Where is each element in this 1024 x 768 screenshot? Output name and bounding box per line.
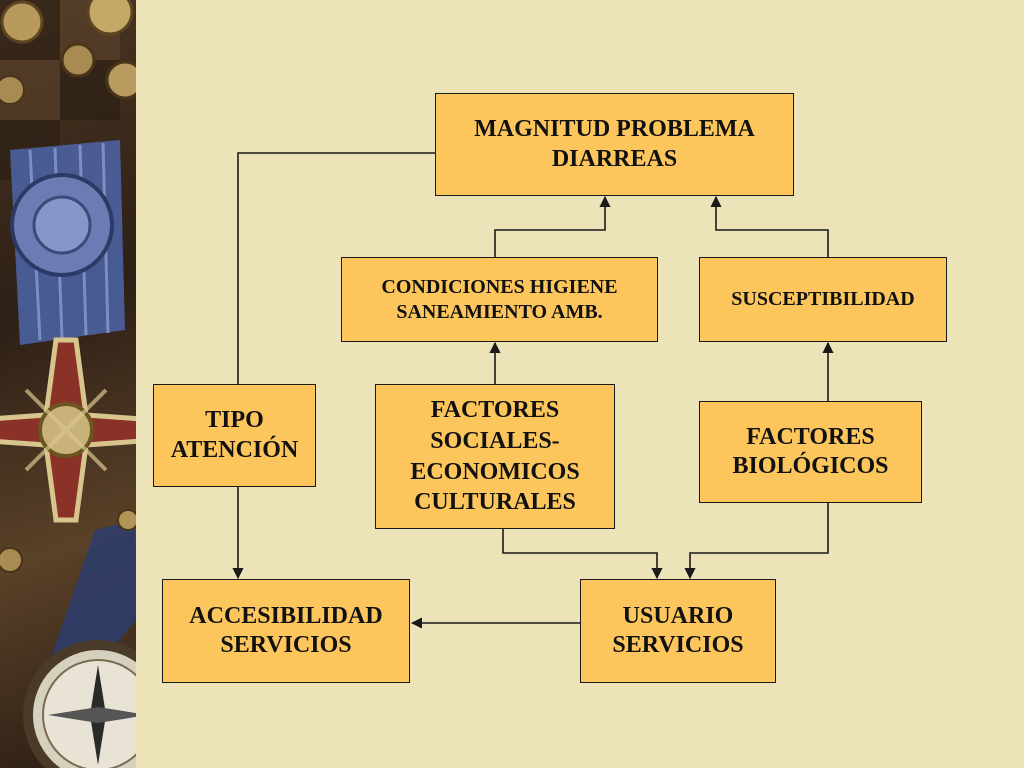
medal-and-compass-icon — [0, 0, 136, 768]
node-magnitud-problema: MAGNITUD PROBLEMA DIARREAS — [435, 93, 794, 196]
edge-magnitud-to-tipo — [237, 152, 435, 384]
decorative-sidebar-photo — [0, 0, 136, 768]
node-usuario-servicios: USUARIO SERVICIOS — [580, 579, 776, 683]
node-condiciones-higiene: CONDICIONES HIGIENE SANEAMIENTO AMB. — [341, 257, 658, 342]
edge-condiciones-to-magnitud — [494, 195, 611, 257]
edge-sociales-to-usuario — [502, 529, 663, 580]
node-tipo-atencion: TIPO ATENCIÓN — [153, 384, 316, 487]
node-factores-biologicos: FACTORES BIOLÓGICOS — [699, 401, 922, 503]
edge-susceptibilidad-to-magnitud — [710, 195, 829, 257]
edge-biologicos-to-usuario — [684, 503, 829, 580]
node-accesibilidad-servicios: ACCESIBILIDAD SERVICIOS — [162, 579, 410, 683]
node-factores-sociales: FACTORES SOCIALES- ECONOMICOS CULTURALES — [375, 384, 615, 529]
node-susceptibilidad: SUSCEPTIBILIDAD — [699, 257, 947, 342]
